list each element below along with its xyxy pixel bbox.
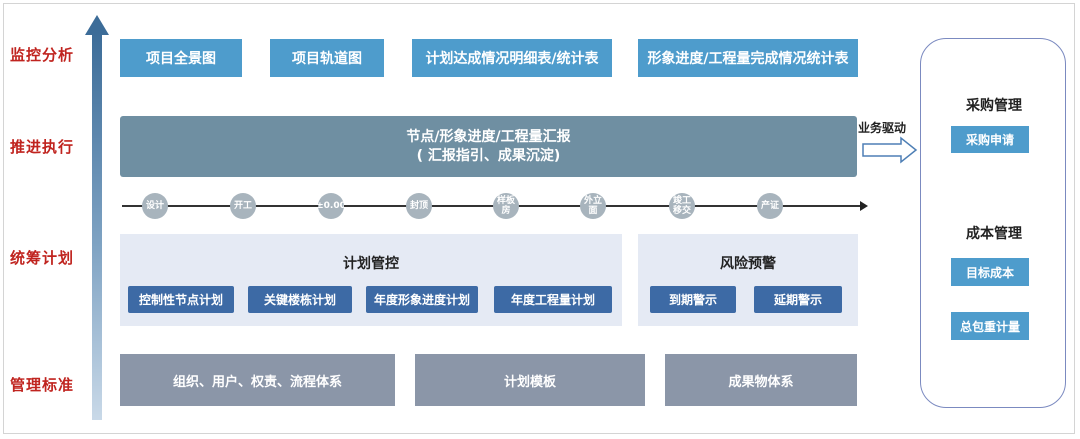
progress-statistics-button[interactable]: 形象进度/工程量完成情况统计表 [638, 39, 858, 77]
plan-achievement-report-button[interactable]: 计划达成情况明细表/统计表 [412, 39, 612, 77]
annual-workload-plan-button[interactable]: 年度工程量计划 [494, 286, 612, 313]
milestone-zero-level: ±0.00 [318, 193, 344, 219]
milestone-topping-out: 封顶 [406, 193, 432, 219]
label-standards: 管理标准 [10, 376, 75, 394]
banner-title: 节点/形象进度/工程量汇报 [406, 128, 571, 145]
annual-progress-plan-button[interactable]: 年度形象进度计划 [366, 286, 478, 313]
label-planning: 统筹计划 [10, 249, 75, 267]
business-drive-arrow-icon [862, 136, 918, 164]
delay-warning-button[interactable]: 延期警示 [754, 286, 842, 313]
project-overview-button[interactable]: 项目全景图 [120, 39, 242, 77]
plan-template-box: 计划模板 [415, 354, 645, 406]
milestone-facade: 外立面 [580, 193, 606, 219]
target-cost-button[interactable]: 目标成本 [951, 258, 1029, 286]
organization-system-box: 组织、用户、权责、流程体系 [120, 354, 395, 406]
project-track-button[interactable]: 项目轨道图 [270, 39, 384, 77]
diagram-frame [3, 3, 1075, 434]
deliverable-system-box: 成果物体系 [665, 354, 857, 406]
progress-report-banner[interactable]: 节点/形象进度/工程量汇报 ( 汇报指引、成果沉淀) [120, 116, 857, 177]
purchase-request-button[interactable]: 采购申请 [951, 126, 1029, 153]
milestone-start: 开工 [230, 193, 256, 219]
milestone-completion-handover: 竣工 移交 [669, 193, 695, 219]
general-contract-remeasure-button[interactable]: 总包重计量 [951, 312, 1029, 340]
business-modules-panel: 采购管理 采购申请 成本管理 目标成本 总包重计量 [920, 38, 1066, 408]
banner-subtitle: ( 汇报指引、成果沉淀) [416, 147, 561, 164]
timeline-arrow-icon [860, 201, 868, 211]
axis-arrow-head [85, 15, 109, 35]
milestone-design: 设计 [142, 193, 168, 219]
milestone-certificate: 产证 [757, 193, 783, 219]
key-building-plan-button[interactable]: 关键楼栋计划 [248, 286, 352, 313]
vertical-axis-bar [92, 32, 102, 420]
timeline-line [122, 205, 862, 207]
plan-control-title: 计划管控 [343, 256, 399, 272]
procurement-management-title: 采购管理 [966, 98, 1022, 114]
business-drive-label: 业务驱动 [858, 121, 907, 135]
milestone-model-unit: 样板房 [493, 193, 519, 219]
due-warning-button[interactable]: 到期警示 [650, 286, 736, 313]
cost-management-title: 成本管理 [966, 226, 1022, 242]
label-execution: 推进执行 [10, 138, 75, 156]
label-monitor-analysis: 监控分析 [10, 46, 75, 64]
control-node-plan-button[interactable]: 控制性节点计划 [128, 286, 234, 313]
risk-warning-title: 风险预警 [720, 256, 776, 272]
